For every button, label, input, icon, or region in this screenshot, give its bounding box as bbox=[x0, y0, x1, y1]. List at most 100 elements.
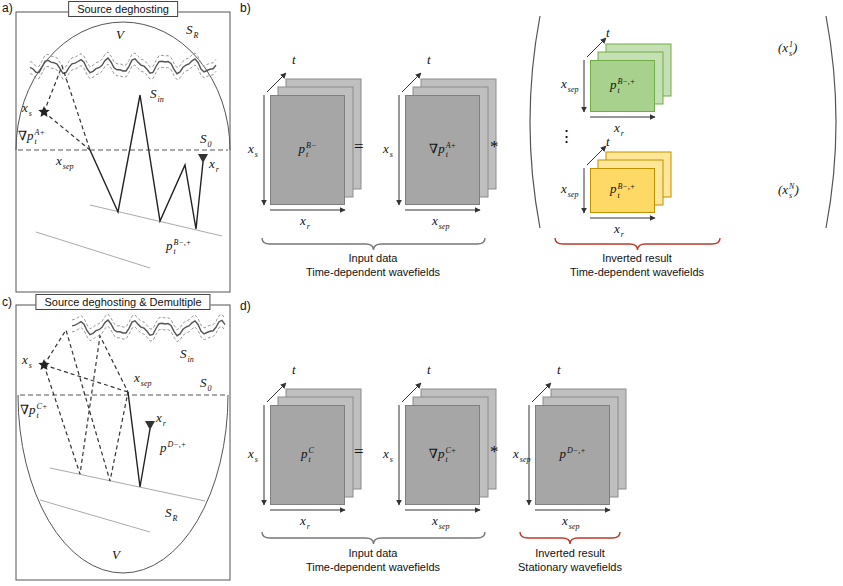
script-column: s bbox=[255, 141, 258, 159]
script-spacer bbox=[63, 153, 74, 162]
script-column: sep bbox=[439, 213, 450, 231]
symbol-text: x bbox=[22, 100, 28, 115]
brace-caption: Inverted result bbox=[602, 253, 672, 264]
math-label: xs bbox=[22, 352, 32, 370]
math-label: Sin bbox=[150, 86, 164, 104]
math-label: t bbox=[606, 26, 610, 39]
subscript: sep bbox=[141, 379, 152, 388]
symbol-text: p bbox=[301, 446, 308, 461]
script-column: r bbox=[621, 221, 624, 239]
script-column: Ct bbox=[309, 446, 314, 464]
curly-brace bbox=[262, 532, 485, 544]
script-column: C+t bbox=[37, 402, 48, 420]
math-label: xsep bbox=[56, 153, 73, 171]
symbol-text: (x bbox=[778, 182, 788, 197]
subscript: R bbox=[194, 31, 199, 40]
brace-caption: Stationary wavefields bbox=[518, 562, 622, 573]
script-column: A+t bbox=[35, 128, 45, 146]
panel-frame bbox=[16, 12, 230, 292]
superscript: C+ bbox=[445, 446, 456, 455]
math-label: xs bbox=[248, 141, 258, 159]
subscript: 0 bbox=[208, 140, 212, 149]
symbol-text: = bbox=[354, 137, 364, 156]
symbol-text: x bbox=[22, 352, 28, 367]
script-spacer bbox=[208, 131, 212, 140]
subscript: sep bbox=[568, 190, 579, 199]
axis-arrow bbox=[535, 510, 610, 511]
script-spacer bbox=[173, 505, 178, 514]
symbol-text: Time-dependent wavefields bbox=[306, 266, 440, 278]
math-label: SR bbox=[165, 505, 177, 523]
subscript: 0 bbox=[208, 384, 212, 393]
axis-arrow bbox=[590, 117, 655, 118]
superscript: D−,+ bbox=[168, 440, 187, 449]
panel-letter: a) bbox=[2, 2, 13, 14]
symbol-text: ) bbox=[794, 182, 798, 197]
script-column: s bbox=[390, 141, 393, 159]
superscript: 1 bbox=[789, 40, 793, 49]
script-column: sep bbox=[569, 513, 580, 531]
symbol-text: x bbox=[383, 446, 389, 461]
axis-arrow bbox=[264, 405, 265, 505]
subscript: in bbox=[158, 95, 164, 104]
symbol-text: t bbox=[292, 362, 296, 377]
curly-brace bbox=[520, 532, 620, 544]
math-label: xr bbox=[300, 513, 310, 531]
symbol-text: b) bbox=[240, 1, 251, 15]
symbol-text: t bbox=[606, 25, 610, 40]
script-spacer bbox=[621, 221, 624, 230]
subscript: s bbox=[255, 150, 258, 159]
axis-arrow bbox=[270, 510, 345, 511]
panel-letter: c) bbox=[2, 296, 12, 308]
subscript: r bbox=[216, 165, 219, 174]
subscript: s bbox=[789, 49, 793, 58]
axis-arrow bbox=[587, 146, 606, 165]
operator-symbol: ⋮ bbox=[558, 128, 575, 145]
ghost-ray bbox=[44, 66, 90, 150]
node-label: pB−,+t bbox=[610, 182, 635, 200]
symbol-text: V bbox=[116, 27, 124, 42]
receiver-triangle bbox=[198, 154, 208, 163]
subscript: s bbox=[29, 109, 32, 118]
panel-frame bbox=[16, 305, 230, 580]
brace-caption: Time-dependent wavefields bbox=[306, 267, 440, 278]
symbol-text: ∇p bbox=[18, 128, 34, 143]
script-spacer bbox=[255, 141, 258, 150]
symbol-text: x bbox=[513, 446, 519, 461]
subscript: s bbox=[255, 455, 258, 464]
math-label: (xNs) bbox=[778, 182, 799, 200]
datum-line bbox=[18, 150, 228, 151]
symbol-text: x bbox=[209, 156, 215, 171]
math-label: S0 bbox=[200, 375, 212, 393]
script-spacer bbox=[439, 513, 450, 522]
subscript: t bbox=[617, 86, 635, 95]
symbol-text: S bbox=[180, 346, 187, 361]
axis-arrow bbox=[399, 405, 400, 505]
symbol-text: x bbox=[562, 513, 568, 528]
symbol-text: x bbox=[56, 153, 62, 168]
math-label: V bbox=[116, 28, 124, 41]
symbol-text: x bbox=[248, 446, 254, 461]
script-column: s bbox=[390, 446, 393, 464]
symbol-text: x bbox=[248, 141, 254, 156]
symbol-text: t bbox=[427, 362, 431, 377]
subscript: sep bbox=[520, 455, 531, 464]
symbol-text: Stationary wavefields bbox=[518, 561, 622, 573]
symbol-text: p bbox=[166, 238, 173, 253]
math-label: xs bbox=[22, 100, 32, 118]
script-spacer bbox=[567, 455, 586, 464]
sea-surface-wave bbox=[72, 314, 225, 330]
math-label: t bbox=[292, 363, 296, 376]
subscript: r bbox=[163, 419, 166, 428]
superscript: D−,+ bbox=[567, 446, 586, 455]
reflected-ray bbox=[90, 95, 203, 229]
subscript: r bbox=[307, 522, 310, 531]
curly-brace bbox=[555, 238, 720, 250]
symbol-text: p bbox=[610, 181, 617, 196]
symbol-text: Time-dependent wavefields bbox=[570, 266, 704, 278]
script-column: r bbox=[621, 120, 624, 138]
script-column: in bbox=[188, 346, 194, 364]
script-spacer bbox=[390, 446, 393, 455]
script-column: Ns bbox=[789, 182, 794, 200]
